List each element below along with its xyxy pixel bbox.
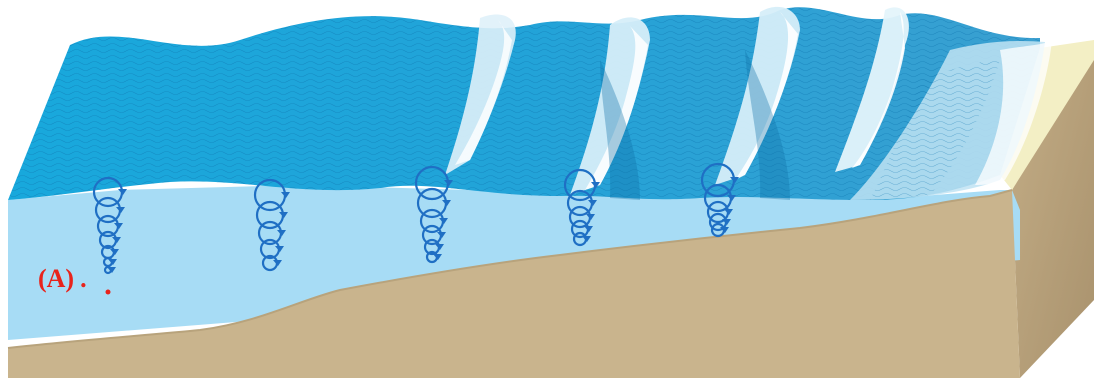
particle-marker — [106, 290, 111, 295]
marker-dot: . — [80, 264, 87, 293]
label-text: (A) — [38, 264, 74, 293]
diagram-label: (A). — [38, 266, 87, 292]
